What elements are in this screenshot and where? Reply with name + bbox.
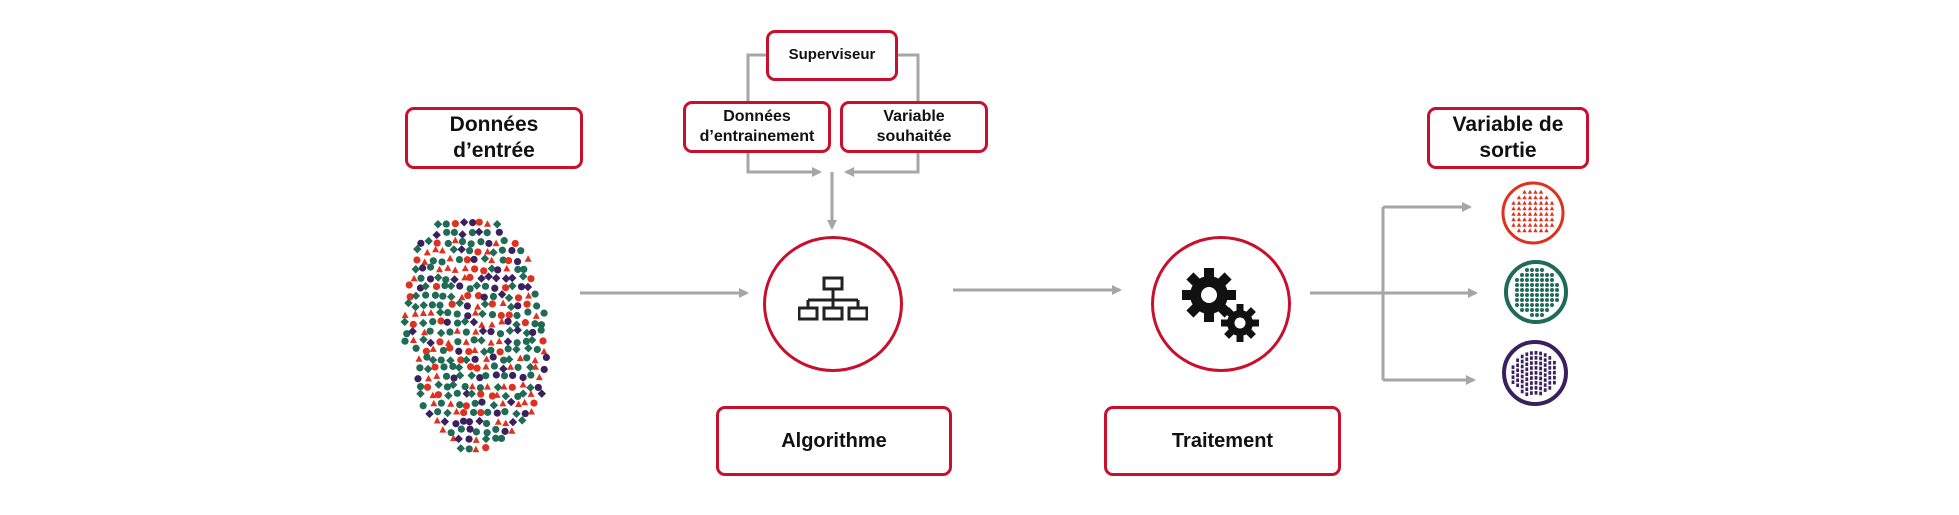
training-data-label: Données d’entrainement	[683, 101, 831, 153]
processing-label: Traitement	[1104, 406, 1341, 476]
processing-node	[1151, 236, 1291, 372]
purple-bar-cluster-icon	[1502, 340, 1568, 406]
algorithm-label: Algorithme	[716, 406, 952, 476]
target-down-link	[844, 152, 920, 177]
hierarchy-icon	[798, 276, 868, 321]
gears-icon	[1182, 268, 1259, 342]
input-data-label: Données d’entrée	[405, 107, 583, 169]
training-down-link	[746, 152, 822, 177]
supervisor-right-link	[896, 53, 920, 103]
supervisor-label: Superviseur	[766, 30, 898, 81]
input-data-cluster-icon	[400, 218, 550, 453]
target-variable-label: Variable souhaitée	[840, 101, 988, 153]
supervisor-left-link	[746, 53, 766, 103]
output-variable-label: Variable de sortie	[1427, 107, 1589, 169]
algorithm-node	[763, 236, 903, 372]
red-triangle-cluster-icon	[1501, 181, 1565, 245]
green-dot-cluster-icon	[1504, 260, 1568, 324]
